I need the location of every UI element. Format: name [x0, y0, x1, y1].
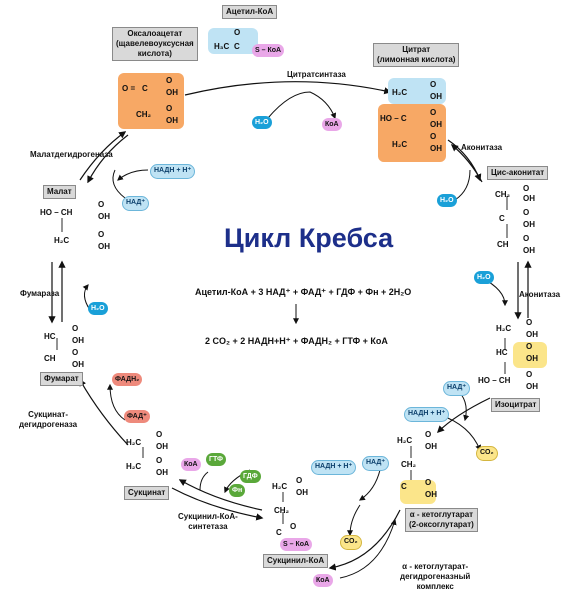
acetyl-group-highlight — [208, 28, 258, 54]
h2o-pill-fumarase: H₂O — [88, 302, 108, 315]
enzyme-akg-dehydrogenase: α - кетоглутарат- дегидрогеназный компле… — [400, 562, 471, 591]
isocitrate-highlight — [513, 342, 547, 368]
citrate-oxaloacetate-highlight — [378, 104, 446, 162]
koa-pill: КоА — [322, 118, 342, 131]
succinate-label: Сукцинат — [124, 486, 170, 500]
akg-highlight — [400, 480, 436, 504]
nad-pill-akg: НАД⁺ — [362, 456, 390, 471]
nadh-pill-akg: НАДН + Н⁺ — [311, 460, 357, 475]
arrow-malate-to-oxaloacetate — [79, 131, 127, 181]
enzyme-succinate-dehydrogenase: Сукцинат- дегидрогеназа — [19, 410, 78, 429]
koa-pill-succinyl: КоА — [181, 458, 201, 471]
enzyme-aconitase-1: Аконитаза — [461, 143, 503, 152]
fad-pill: ФАД⁺ — [124, 410, 150, 423]
arrow-oxaloacetate-to-citrate — [184, 81, 392, 96]
acetyl-coa-label: Ацетил-КоА — [222, 5, 278, 19]
enzyme-malate-dehydrogenase: Малатдегидрогеназа — [30, 150, 113, 159]
enzyme-succinyl-coa-synthetase: Сукцинил-КоА- синтетаза — [178, 512, 238, 531]
enzyme-aconitase-2: Аконитаза — [519, 290, 561, 299]
citrate-acetyl-highlight — [388, 78, 446, 104]
co2-pill-akg: CO₂ — [340, 535, 362, 550]
diagram-title: Цикл Кребса — [224, 223, 394, 253]
fumarate-label: Фумарат — [40, 372, 83, 386]
malate-label: Малат — [43, 185, 76, 199]
arrow-succinylcoa-to-succinate — [178, 479, 263, 511]
h2o-pill: H₂O — [252, 116, 272, 129]
oxaloacetate-highlight — [118, 73, 184, 129]
succinyl-s-koa-group: S – КоА — [280, 538, 313, 551]
citrate-label: Цитрат (лимонная кислота) — [373, 43, 460, 67]
enzyme-citrate-synthase: Цитратсинтаза — [287, 70, 346, 79]
equation-reactants: Ацетил-КоА + 3 НАД⁺ + ФАД⁺ + ГДФ + Фн + … — [195, 287, 412, 297]
h2o-pill-aconitase-2: H₂O — [474, 271, 494, 284]
fadh2-pill: ФАДН₂ — [112, 373, 143, 386]
koa-pill-akg: КоА — [313, 574, 333, 587]
oxaloacetate-label: Оксалоацетат (щавелевоуксусная кислота) — [112, 27, 198, 61]
arrow-isocitrate-to-akg — [436, 397, 491, 434]
co2-pill-isocitrate: CO₂ — [476, 446, 498, 461]
enzyme-fumarase: Фумараза — [20, 289, 60, 298]
fn-pill: Фн — [229, 484, 246, 497]
gtf-pill: ГТФ — [206, 453, 226, 466]
cis-aconitate-label: Цис-аконитат — [487, 166, 549, 180]
nad-pill-malate: НАД⁺ — [122, 196, 150, 211]
isocitrate-label: Изоцитрат — [491, 398, 541, 412]
s-koa-group: S – КоА — [252, 44, 285, 57]
arrow-succinate-to-fumarate — [79, 378, 129, 446]
nadh-pill-isocitrate: НАДН + Н⁺ — [404, 407, 450, 422]
equation-products: 2 CO₂ + 2 НАДН+Н⁺ + ФАДН₂ + ГТФ + КоА — [205, 336, 388, 346]
succinyl-coa-label: Сукцинил-КоА — [263, 554, 329, 568]
gdf-pill: ГДФ — [240, 470, 261, 483]
nadh-pill-malate: НАДН + Н⁺ — [150, 164, 196, 179]
nad-pill-isocitrate: НАД⁺ — [443, 381, 471, 396]
h2o-pill-aconitase: H₂O — [437, 194, 457, 207]
akg-label: α - кетоглутарат (2-оксоглутарат) — [405, 508, 478, 532]
